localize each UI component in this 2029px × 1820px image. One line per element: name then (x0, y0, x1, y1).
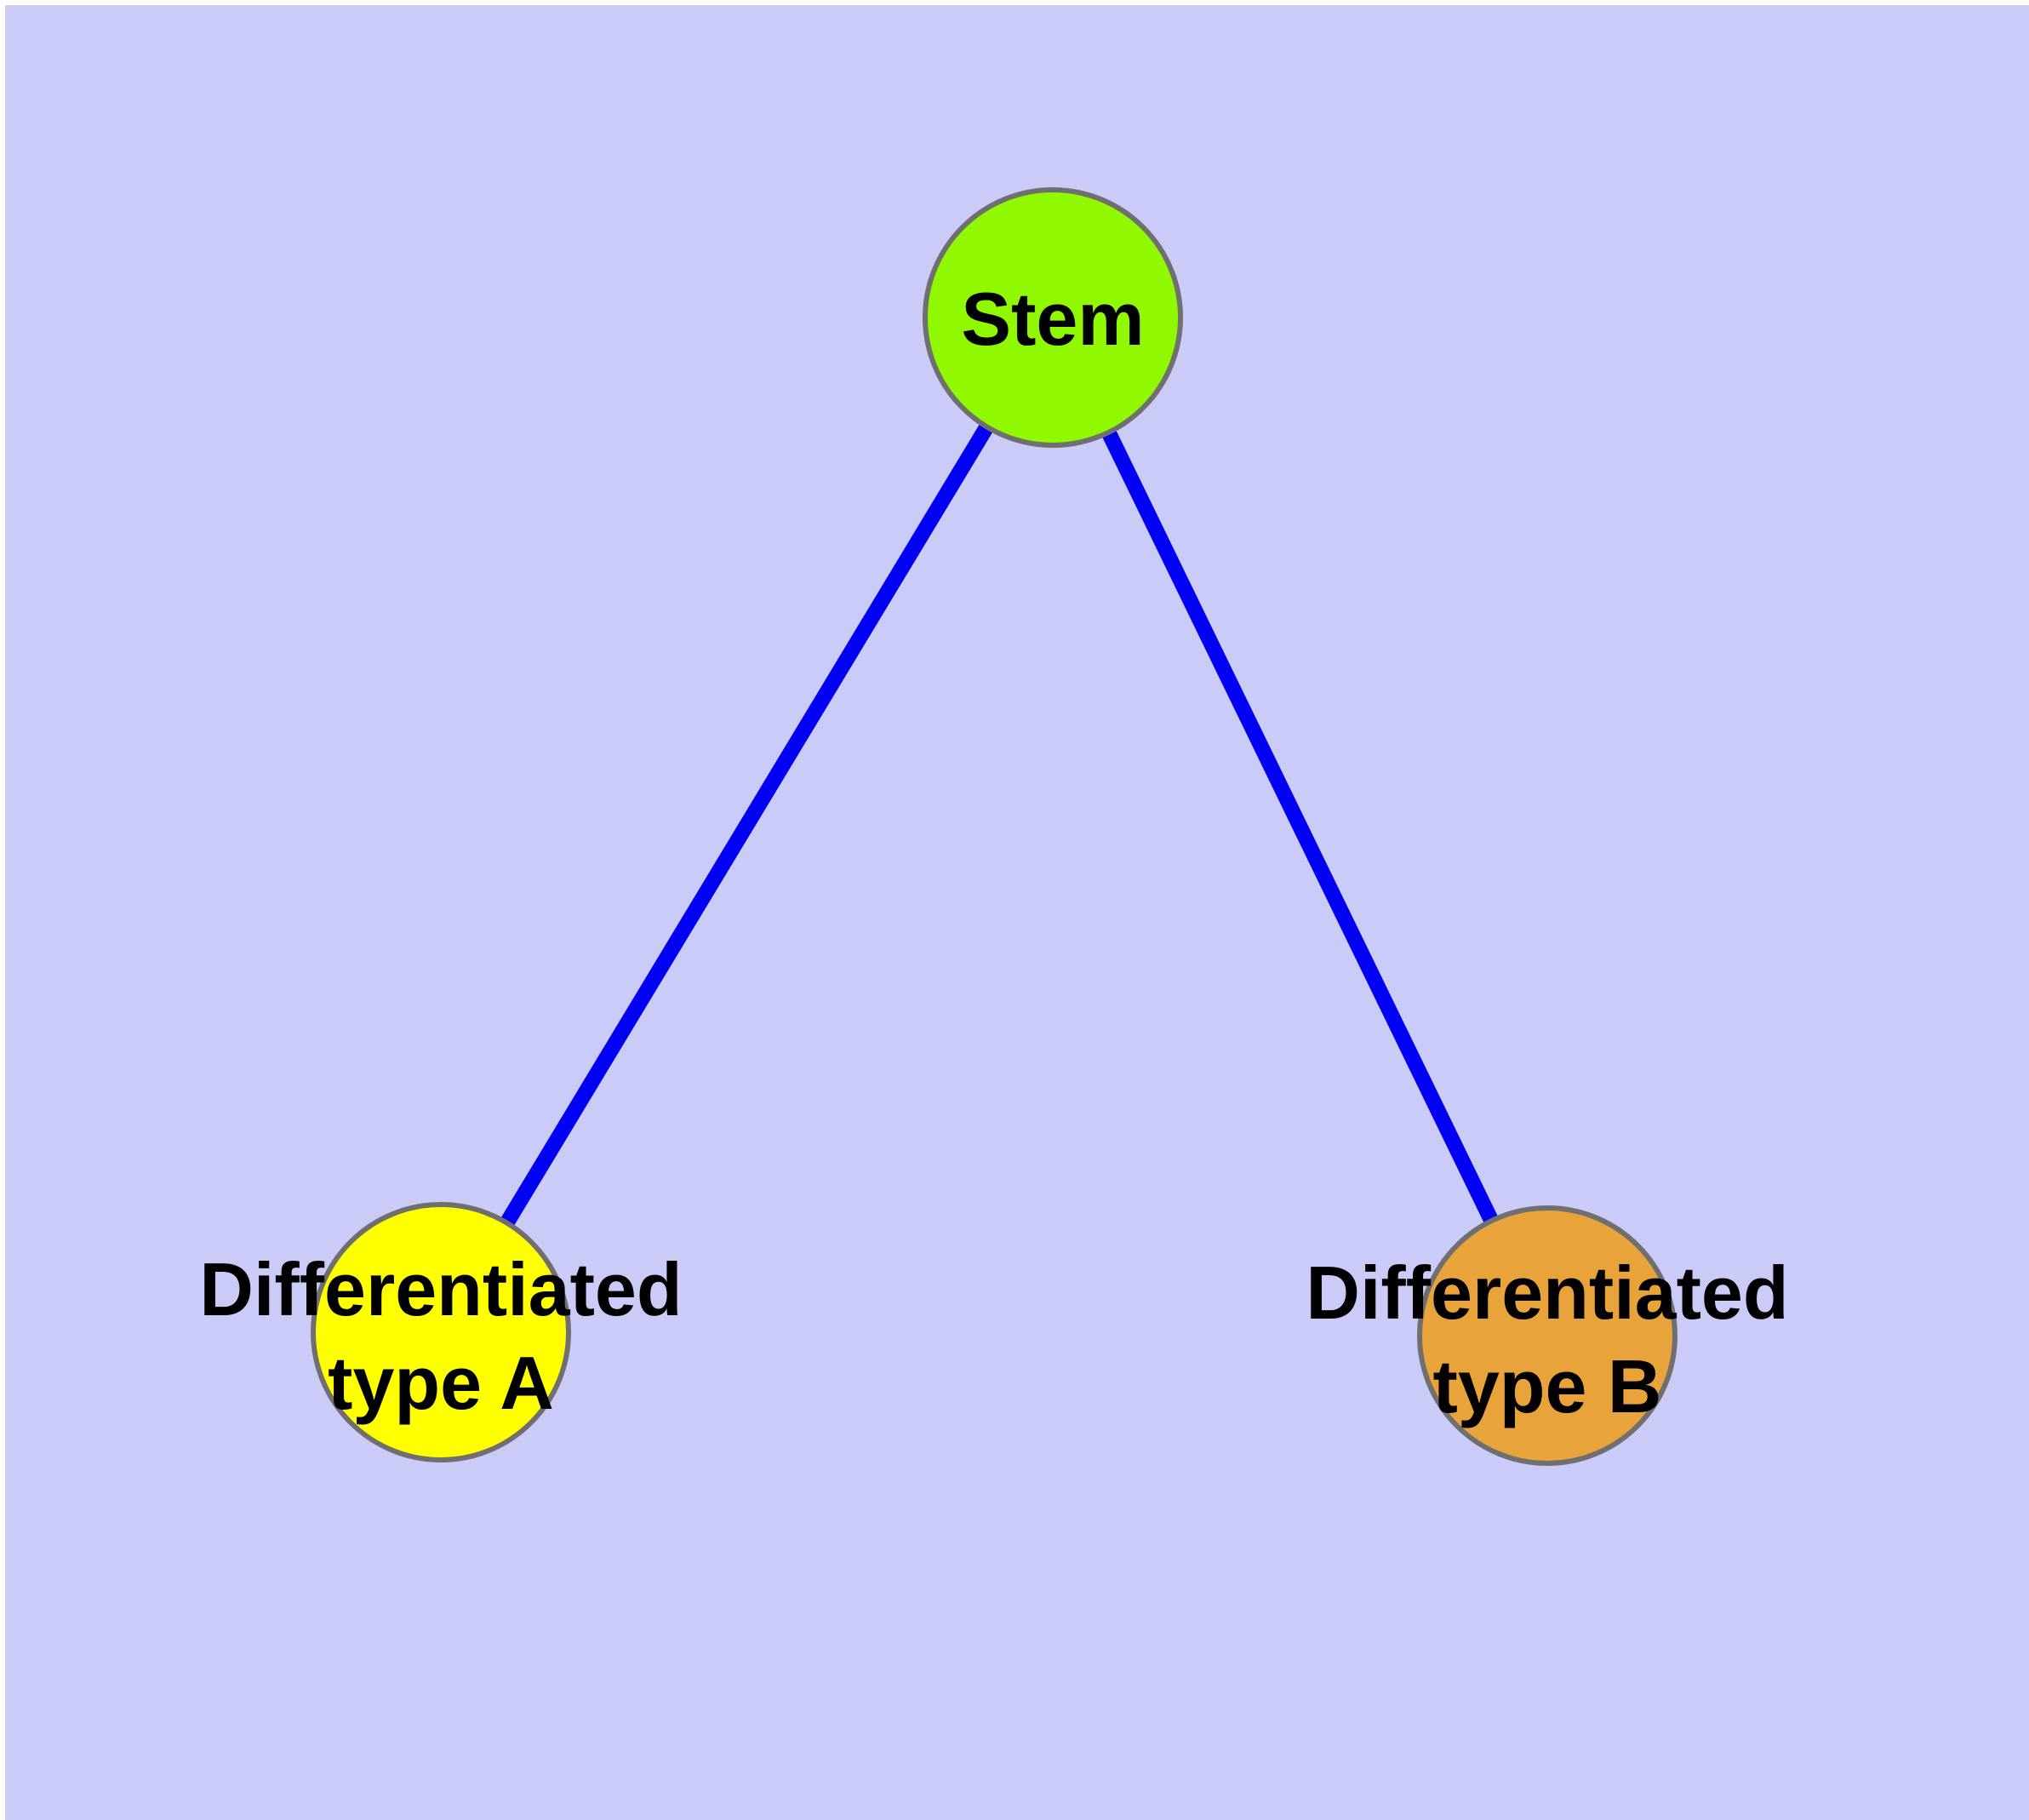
node-differentiated-type-b: Differentiated type B (1306, 1205, 1789, 1466)
node-type-b-label-line1: Differentiated (1306, 1251, 1788, 1335)
node-type-a-circle (311, 1202, 571, 1462)
node-stem: Stem (923, 187, 1183, 448)
node-differentiated-type-a: Differentiated type A (199, 1202, 683, 1462)
node-type-b-label-line2: type B (1433, 1344, 1662, 1428)
node-type-a-label-line2: type A (328, 1341, 554, 1425)
edge-stem-to-type-b (1045, 314, 1555, 1339)
node-stem-circle (923, 187, 1183, 448)
node-stem-label: Stem (961, 277, 1144, 361)
edge-stem-to-type-a (434, 313, 1060, 1336)
node-type-b-circle (1417, 1205, 1677, 1466)
edges (434, 313, 1555, 1339)
node-type-a-label-line1: Differentiated (199, 1247, 682, 1331)
